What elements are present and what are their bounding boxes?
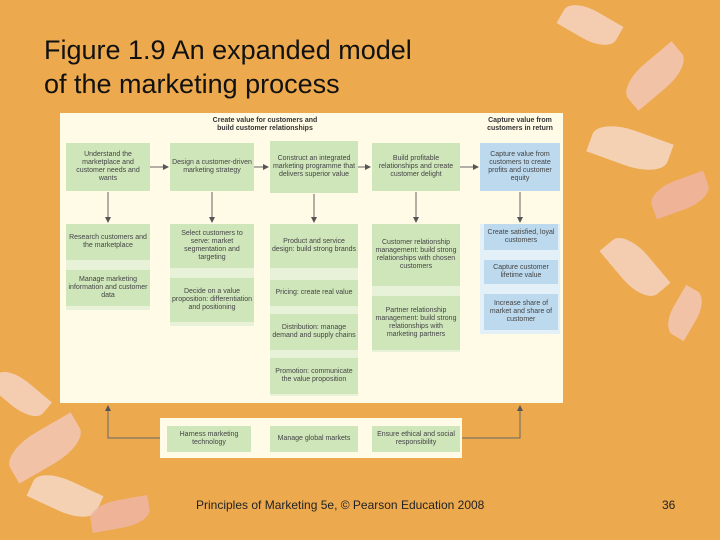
partner-relationship-management-box: Partner relationship management: build s… [372,296,460,350]
header-create-value: Create value for customers and build cus… [190,117,340,133]
select-customers-box: Select customers to serve: market segmen… [170,224,254,268]
step-build-relationships: Build profitable relationships and creat… [372,143,460,191]
slide-title-line1: Figure 1.9 An expanded model [44,35,412,65]
header-create-value-line1: Create value for customers and [212,117,318,124]
product-design-box: Product and service design: build strong… [270,224,358,268]
arrow-up-left [105,405,160,439]
pricing-box: Pricing: create real value [270,280,358,306]
header-capture-value-line2: customers in return [487,125,553,132]
promotion-box: Promotion: communicate the value proposi… [270,358,358,394]
step-capture-value: Capture value from customers to create p… [480,143,560,191]
header-capture-value-line1: Capture value from [488,117,552,124]
satisfied-customers-box: Create satisfied, loyal customers [484,224,558,250]
share-of-market-box: Increase share of market and share of cu… [484,294,558,330]
step-construct-programme: Construct an integrated marketing progra… [270,141,358,193]
header-create-value-line2: build customer relationships [217,125,313,132]
customer-relationship-management-box: Customer relationship management: build … [372,224,460,286]
step-design-strategy: Design a customer-driven marketing strat… [170,143,254,191]
slide-title: Figure 1.9 An expanded model of the mark… [44,33,564,101]
page-number: 36 [662,498,676,512]
step-understand-marketplace: Understand the marketplace and customer … [66,143,150,191]
arrow-up-right [462,405,523,439]
manage-global-markets-box: Manage global markets [270,426,358,452]
slide-footer: Principles of Marketing 5e, © Pearson Ed… [196,498,485,512]
ethical-responsibility-box: Ensure ethical and social responsibility [372,426,460,452]
header-capture-value: Capture value from customers in return [478,117,562,133]
value-proposition-box: Decide on a value proposition: different… [170,278,254,322]
slide-title-line2: of the marketing process [44,69,340,99]
distribution-box: Distribution: manage demand and supply c… [270,314,358,350]
customer-lifetime-value-box: Capture customer lifetime value [484,260,558,284]
manage-marketing-information-box: Manage marketing information and custome… [66,270,150,306]
harness-technology-box: Harness marketing technology [167,426,251,452]
research-customers-box: Research customers and the marketplace [66,224,150,260]
